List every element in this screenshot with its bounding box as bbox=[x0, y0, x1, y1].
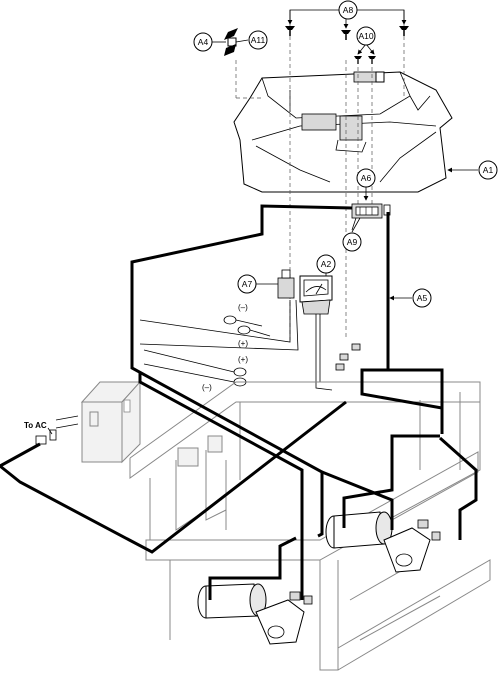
callout-a4-label: A4 bbox=[198, 37, 209, 47]
main-cables bbox=[0, 204, 478, 600]
screw-right bbox=[399, 26, 409, 36]
callout-a2-label: A2 bbox=[321, 259, 332, 269]
callout-a6-label: A6 bbox=[361, 173, 372, 183]
leader-a9 bbox=[351, 217, 361, 233]
polarity-neg-upper: (–) bbox=[238, 303, 248, 312]
seat-shroud bbox=[233, 71, 453, 193]
callout-a9-label: A9 bbox=[347, 237, 358, 247]
screws bbox=[285, 9, 409, 64]
callout-a5: A5 bbox=[412, 288, 432, 308]
alignment-lines bbox=[235, 22, 405, 340]
charger-box bbox=[35, 380, 142, 464]
clip-hardware bbox=[212, 28, 249, 56]
terminal-pos-lower bbox=[143, 349, 247, 377]
meter-a2 bbox=[299, 272, 333, 315]
terminal-pos-upper bbox=[237, 325, 271, 337]
circuit-breaker-a7 bbox=[256, 269, 295, 299]
screw-center bbox=[341, 30, 351, 40]
harness-connectors bbox=[335, 343, 361, 371]
callout-a11: A11 bbox=[248, 30, 268, 50]
callout-a10-label: A10 bbox=[358, 31, 373, 41]
harness-wires bbox=[139, 299, 333, 391]
leader-to-ac bbox=[47, 427, 53, 435]
callout-a9: A9 bbox=[342, 232, 362, 252]
motor-right bbox=[325, 511, 441, 573]
callout-a8-label: A8 bbox=[343, 5, 354, 15]
screw-left bbox=[285, 26, 295, 36]
callout-a11-label: A11 bbox=[251, 35, 266, 45]
terminal-neg-upper bbox=[223, 315, 263, 327]
callout-a2: A2 bbox=[316, 254, 336, 274]
callout-a4: A4 bbox=[193, 32, 213, 52]
callout-a7-label: A7 bbox=[242, 279, 253, 289]
callout-a1: A1 bbox=[478, 160, 498, 180]
polarity-pos-lower: (+) bbox=[238, 355, 248, 364]
battery-leads bbox=[143, 315, 271, 387]
polarity-pos-upper: (+) bbox=[238, 339, 248, 348]
motor-left bbox=[197, 583, 313, 645]
callout-a5-label: A5 bbox=[417, 293, 428, 303]
screw-a10-right bbox=[368, 56, 376, 64]
callout-a7: A7 bbox=[237, 274, 257, 294]
connector-a6 bbox=[351, 186, 391, 231]
screw-a10-left bbox=[354, 56, 362, 64]
polarity-neg-lower: (–) bbox=[202, 383, 212, 392]
to-ac-label: To AC bbox=[24, 421, 47, 430]
callout-a1-label: A1 bbox=[483, 165, 494, 175]
callout-a8: A8 bbox=[338, 0, 358, 20]
callout-a10: A10 bbox=[356, 26, 376, 46]
callout-a6: A6 bbox=[356, 168, 376, 188]
